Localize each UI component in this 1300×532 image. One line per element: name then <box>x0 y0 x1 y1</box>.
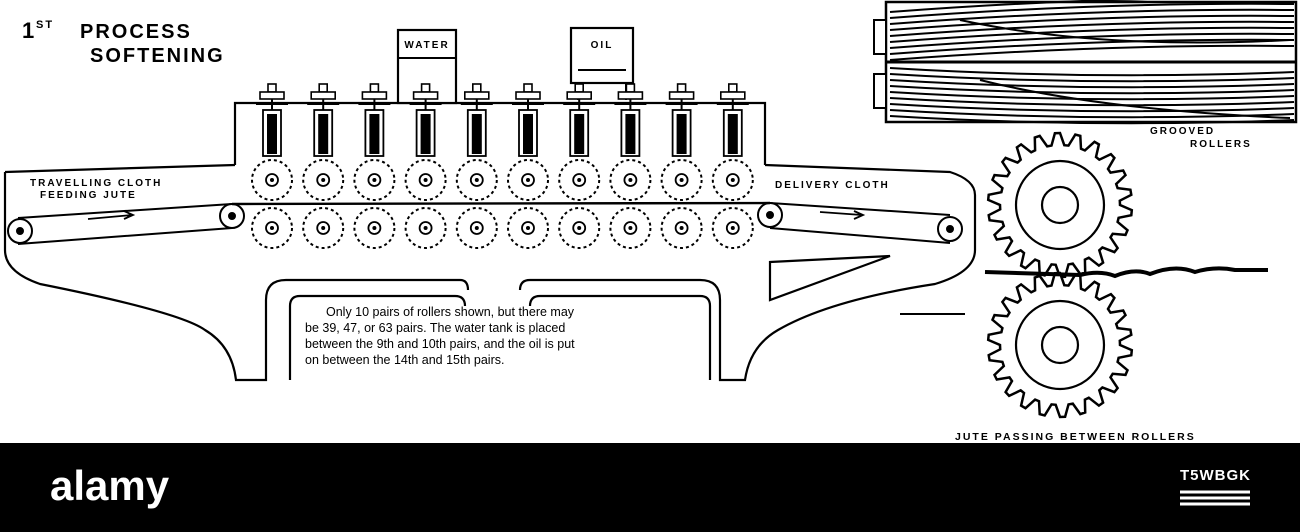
roller-pair <box>251 83 293 249</box>
grooved-label-2: ROLLERS <box>1190 139 1252 150</box>
title-process: PROCESS <box>80 21 192 43</box>
jute-path <box>231 201 771 206</box>
roller-pairs <box>251 83 754 249</box>
roller-pair <box>660 83 703 249</box>
roller-pair <box>507 83 549 249</box>
title-number: 1 <box>22 18 36 43</box>
delivery-cloth-label: DELIVERY CLOTH <box>775 180 890 191</box>
roller-pair <box>353 83 396 249</box>
grooved-label-1: GROOVED <box>1150 126 1215 137</box>
grooved-rollers-illustration: GROOVED ROLLERS <box>873 0 1298 150</box>
jute-strand <box>984 266 1268 279</box>
roller-pair <box>302 83 345 249</box>
feed-conveyor <box>7 203 245 245</box>
watermark-lines <box>1180 490 1250 506</box>
note-line-3: between the 9th and 10th pairs, and the … <box>305 337 575 351</box>
jute-passing-label: JUTE PASSING BETWEEN ROLLERS <box>955 431 1196 443</box>
title-superscript: ST <box>36 19 54 31</box>
watermark-brand: alamy <box>50 462 170 509</box>
roller-pair <box>404 83 447 249</box>
roller-pair <box>609 83 652 249</box>
feeding-jute-label: FEEDING JUTE <box>40 190 137 201</box>
oil-tank-label: OIL <box>591 40 614 51</box>
explanatory-note: Only 10 pairs of rollers shown, but ther… <box>305 305 575 367</box>
note-line-2: be 39, 47, or 63 pairs. The water tank i… <box>305 321 565 335</box>
machine-frame <box>3 101 977 382</box>
roller-pair <box>558 83 601 249</box>
delivery-conveyor <box>757 202 963 244</box>
travelling-cloth-label: TRAVELLING CLOTH <box>30 178 162 189</box>
watermark-image-id: T5WBGK <box>1180 467 1251 484</box>
note-line-1: Only 10 pairs of rollers shown, but ther… <box>326 305 575 319</box>
diagram-title: 1 ST PROCESS SOFTENING <box>22 18 225 67</box>
roller-pair <box>711 83 754 249</box>
roller-pair <box>455 83 498 249</box>
water-tank-label: WATER <box>404 40 449 51</box>
gear-pair-illustration: JUTE PASSING BETWEEN ROLLERS <box>900 131 1268 443</box>
watermark-banner: alamy T5WBGK <box>0 443 1300 532</box>
title-softening: SOFTENING <box>90 45 225 67</box>
note-line-4: on between the 14th and 15th pairs. <box>305 353 504 367</box>
